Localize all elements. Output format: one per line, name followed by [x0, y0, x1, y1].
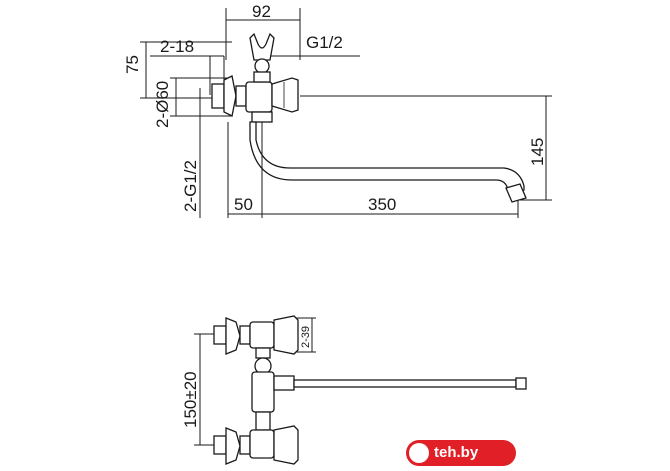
dim-thread-top-label: G1/2 [306, 33, 343, 52]
dim-diameter-label: 2-Ø60 [153, 81, 172, 128]
dim-height-label: 75 [123, 55, 142, 74]
dim-width-label: 92 [252, 2, 271, 21]
logo-text: teh.by [434, 444, 479, 461]
dim-spout-length-label: 350 [368, 195, 396, 214]
bottom-view: 150±20 2-39 [181, 315, 527, 465]
dim-offset-label: 50 [234, 195, 253, 214]
faucet-body-front [213, 315, 527, 465]
logo-circle-icon [409, 443, 429, 463]
teh-by-logo: teh.by [406, 440, 516, 466]
dim-handle-label: 2-39 [300, 326, 312, 348]
dim-spacing-label: 2-18 [160, 37, 194, 56]
dim-inlet-thread-label: 2-G1/2 [181, 160, 200, 212]
top-view: 92 75 2-18 G1/2 2-Ø60 2-G1/2 [123, 2, 552, 218]
faucet-body-top [211, 32, 527, 203]
dim-center-distance-label: 150±20 [181, 371, 200, 428]
dim-spout-height-label: 145 [528, 138, 547, 166]
